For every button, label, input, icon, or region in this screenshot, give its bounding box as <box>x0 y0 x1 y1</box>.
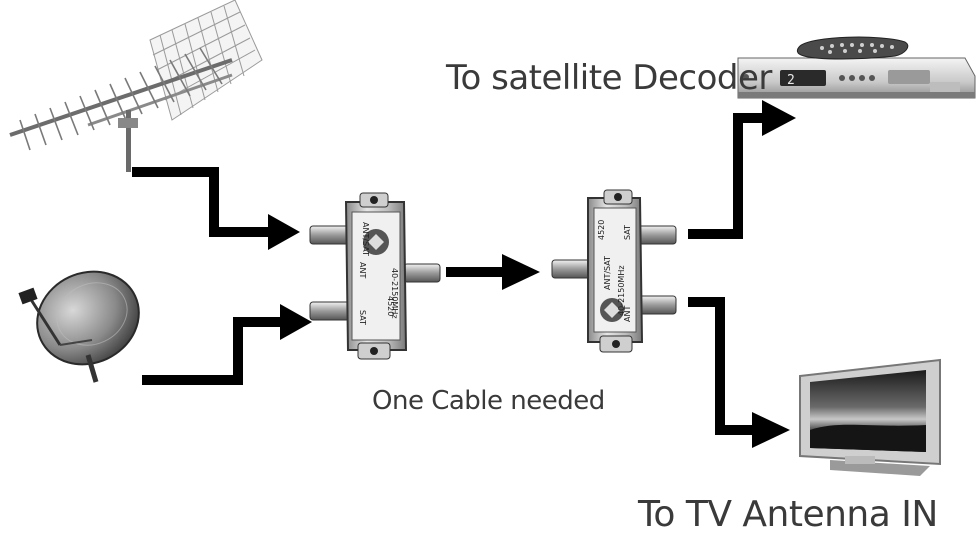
arrow-dish-to-splitter <box>142 304 312 385</box>
arrow-icon <box>132 167 272 237</box>
splitter-left-range: 40-2150MHz <box>390 268 399 319</box>
arrow-splitter-to-tv <box>688 297 790 448</box>
arrow-head <box>752 412 790 448</box>
arrow-head <box>280 304 312 340</box>
arrow-icon <box>688 297 756 435</box>
splitter-left-model: 4520 <box>386 296 395 316</box>
splitter-left-port-b: SAT <box>358 310 367 325</box>
splitter-left-port-top: ANT/SAT <box>361 222 370 256</box>
arrow-head <box>762 100 796 136</box>
diplexer-right: ANT/SAT 40-2150MHz 4520 SAT ANT <box>551 189 677 353</box>
splitter-right-port-top: ANT/SAT <box>603 256 612 290</box>
splitter-right-port-a: ANT <box>623 306 632 322</box>
yagi-antenna-icon <box>9 0 263 172</box>
label-to-satellite-decoder: To satellite Decoder <box>446 58 772 98</box>
arrow-splitter-to-splitter <box>446 254 540 290</box>
diplexer-left: ANT/SAT 40-2150MHz 4520 SAT ANT <box>309 192 441 360</box>
splitter-left-port-a: ANT <box>358 262 367 278</box>
set-top-box-icon: 2 <box>737 57 976 99</box>
arrow-antenna-to-splitter <box>132 167 300 250</box>
decoder-display: 2 <box>787 73 795 88</box>
satellite-dish-icon <box>18 270 140 383</box>
label-to-tv-antenna-in: To TV Antenna IN <box>638 494 938 535</box>
arrow-head <box>268 214 300 250</box>
remote-control-icon <box>796 36 909 60</box>
arrow-icon <box>688 113 766 239</box>
arrow-splitter-to-decoder <box>688 100 796 239</box>
arrow-icon <box>142 317 282 385</box>
tv-icon <box>799 358 941 476</box>
splitter-right-model: 4520 <box>597 220 606 240</box>
splitter-right-range: 40-2150MHz <box>617 265 626 316</box>
label-one-cable-needed: One Cable needed <box>372 386 605 416</box>
arrow-head <box>502 254 540 290</box>
splitter-right-port-b: SAT <box>623 225 632 240</box>
